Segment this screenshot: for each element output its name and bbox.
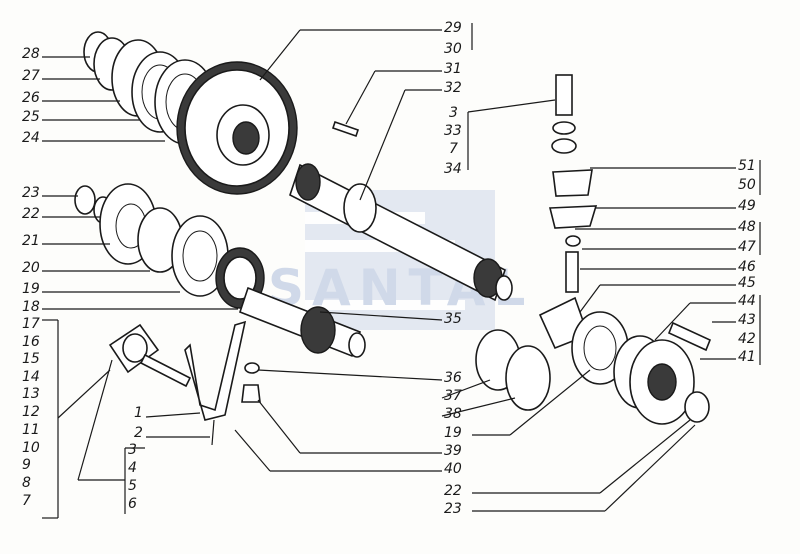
part-33-washer (552, 121, 576, 135)
main-shaft-spline-front (295, 163, 321, 201)
callout-l26: 26 (22, 90, 40, 106)
part-shift-fork (184, 320, 247, 421)
part-7-washer (551, 138, 577, 154)
callout-l6: 6 (128, 496, 137, 512)
callout-l3b: 3 (449, 105, 458, 121)
main-shaft-collar (343, 183, 377, 233)
callout-l23b: 23 (444, 501, 462, 517)
callout-l35: 35 (444, 311, 462, 327)
callout-l19b: 19 (444, 425, 462, 441)
callout-l41: 41 (738, 349, 756, 365)
callout-l22a: 22 (22, 206, 40, 222)
callout-l7b: 7 (449, 141, 458, 157)
part-22b-nut (684, 391, 710, 423)
callout-l28: 28 (22, 46, 40, 62)
main-shaft-body (289, 163, 506, 302)
callout-l18: 18 (22, 299, 40, 315)
callout-l9: 9 (22, 457, 31, 473)
callout-l45: 45 (738, 275, 756, 291)
callout-l42: 42 (738, 331, 756, 347)
callout-numbers: 2827262524232221201918171615141312111098… (22, 20, 756, 517)
callout-l24: 24 (22, 130, 40, 146)
callout-l40: 40 (444, 461, 462, 477)
big-gear-bore (232, 121, 260, 155)
part-47-ring (565, 235, 581, 247)
right-vertical-stack (538, 74, 598, 350)
part-51-bracket (552, 169, 593, 197)
callout-l27: 27 (22, 68, 40, 84)
callout-l31: 31 (444, 61, 462, 77)
part-3-bolt (555, 74, 573, 116)
callout-l19a: 19 (22, 281, 40, 297)
shift-fork-assembly (108, 320, 261, 446)
callout-l7a: 7 (22, 493, 31, 509)
callout-l34: 34 (444, 161, 462, 177)
callout-l22b: 22 (444, 483, 462, 499)
callout-l44: 44 (738, 293, 756, 309)
callout-l5: 5 (128, 478, 137, 494)
callout-l50: 50 (738, 177, 756, 193)
lower-shaft (239, 286, 366, 358)
callout-l23a: 23 (22, 185, 40, 201)
callout-l21: 21 (22, 233, 40, 249)
main-shaft-end (495, 275, 513, 301)
part-38-ring (505, 345, 551, 411)
callout-l4: 4 (128, 460, 137, 476)
callout-l48: 48 (738, 219, 756, 235)
main-shaft (289, 163, 513, 302)
part-43-bolt (667, 321, 712, 352)
callout-l38: 38 (444, 406, 462, 422)
callout-l16: 16 (22, 334, 40, 350)
callout-l2: 2 (134, 425, 143, 441)
part-19b-inner (583, 325, 617, 371)
watermark-stripe (305, 300, 465, 310)
callout-l1: 1 (134, 405, 143, 421)
callout-l8: 8 (22, 475, 31, 491)
part-36-washer (244, 362, 260, 374)
part-39-plug (241, 384, 261, 403)
callout-l14: 14 (22, 369, 40, 385)
part-46-shaft (565, 251, 579, 293)
part-49-gasket (548, 205, 598, 229)
callout-l11: 11 (22, 422, 40, 438)
callout-l33: 33 (444, 123, 462, 139)
part-19-inner (182, 230, 218, 282)
right-lower-assembly (475, 311, 712, 425)
callout-l32: 32 (444, 80, 462, 96)
callout-l17: 17 (22, 316, 40, 332)
callout-l46: 46 (738, 259, 756, 275)
callout-l12: 12 (22, 404, 40, 420)
callout-l30: 30 (444, 41, 462, 57)
callout-l25: 25 (22, 109, 40, 125)
callout-l15: 15 (22, 351, 40, 367)
part-cover-boss (122, 333, 148, 363)
callout-l39: 39 (444, 443, 462, 459)
part-42-bore (647, 363, 677, 401)
part-31-key (331, 120, 360, 138)
callout-l37: 37 (444, 388, 462, 404)
shaft-35-spline (300, 306, 336, 354)
callout-l20: 20 (22, 260, 40, 276)
shaft-35-end (348, 332, 366, 358)
callout-l36: 36 (444, 370, 462, 386)
part-2-pin (211, 419, 215, 446)
callout-l43: 43 (738, 312, 756, 328)
callout-l10: 10 (22, 440, 40, 456)
part-23-nut (74, 185, 96, 215)
callout-l51: 51 (738, 158, 756, 174)
callout-l49: 49 (738, 198, 756, 214)
lower-bearing-assembly (74, 183, 265, 309)
callout-l13: 13 (22, 386, 40, 402)
callout-l29: 29 (444, 20, 462, 36)
leader-lines (42, 23, 761, 519)
callout-l47: 47 (738, 239, 756, 255)
part-rod (139, 353, 192, 388)
upper-gear-assembly (83, 31, 298, 195)
callout-l3a: 3 (128, 442, 137, 458)
